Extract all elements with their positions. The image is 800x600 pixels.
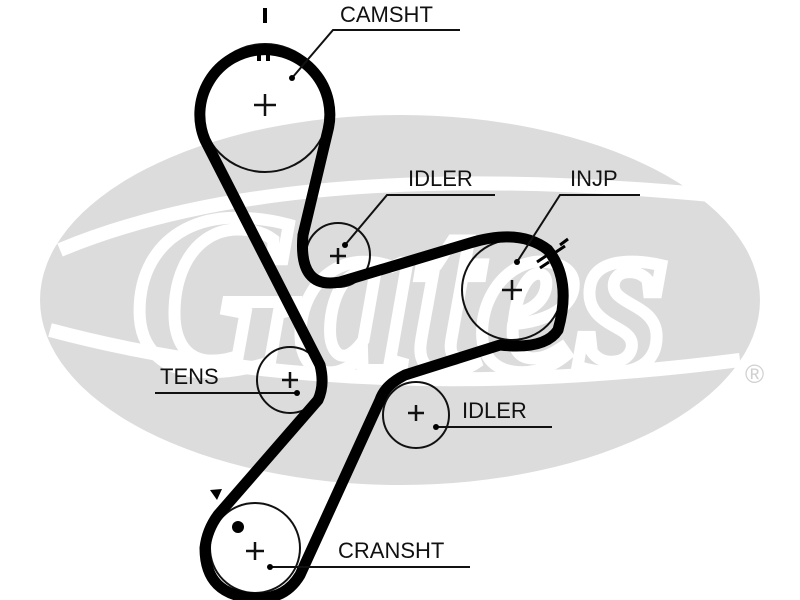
injp-inner-mark-icon — [536, 254, 550, 270]
leader-lines — [155, 29, 640, 568]
timing-belt — [194, 44, 569, 600]
idler-lower-pulley — [382, 381, 450, 449]
label-tensioner: TENS — [160, 364, 219, 389]
camshaft-center-icon — [254, 94, 276, 116]
label-camshaft: CAMSHT — [340, 2, 433, 27]
tens-center-icon — [282, 372, 298, 388]
timing-mark-icons — [210, 8, 569, 533]
crank-center-icon — [246, 542, 264, 560]
label-crankshaft: CRANSHT — [338, 538, 444, 563]
registered-mark: ® — [745, 359, 764, 389]
crank-arrow-icon — [210, 489, 222, 500]
gates-logo: Gates ® — [40, 115, 764, 485]
injp-center-icon — [502, 280, 522, 300]
label-idler-lower: IDLER — [462, 398, 527, 423]
label-injection-pump: INJP — [570, 166, 618, 191]
camshaft-outer-mark-icon — [263, 8, 267, 23]
crank-dot-icon — [232, 521, 244, 533]
injp-outer-mark-icon — [555, 237, 569, 254]
label-idler-upper: IDLER — [408, 166, 473, 191]
center-marks — [246, 94, 522, 560]
camshaft-inner-mark-icon — [257, 47, 261, 61]
idler-upper-center-icon — [330, 248, 346, 264]
idler-lower-center-icon — [408, 405, 424, 421]
